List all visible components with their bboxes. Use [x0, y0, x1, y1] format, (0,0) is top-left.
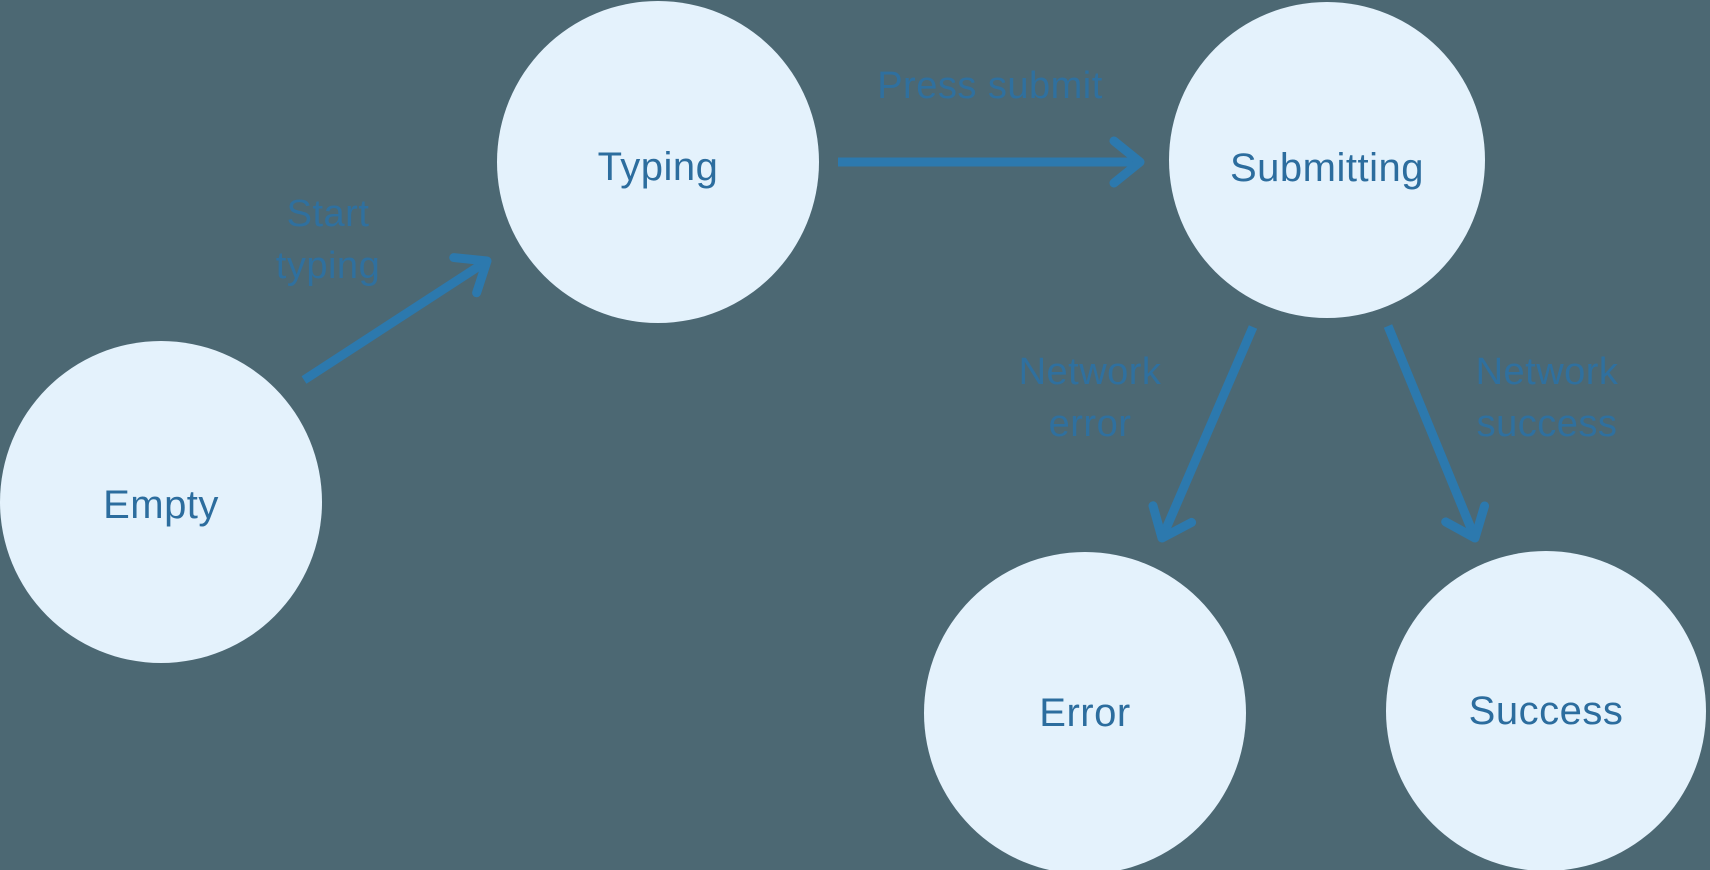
- transition-network-error-arrow: [1148, 325, 1258, 543]
- transition-network-success-label-line1: Network: [1476, 351, 1619, 393]
- state-success: Success: [1386, 551, 1706, 870]
- state-submitting-circle: [1169, 2, 1485, 318]
- transition-network-error-label-line2: error: [1049, 403, 1132, 445]
- transition-network-success-label-line2: success: [1477, 403, 1618, 445]
- transition-network-success: Network success: [1383, 324, 1619, 543]
- state-submitting: Submitting: [1169, 2, 1485, 318]
- state-empty-circle: [0, 341, 322, 663]
- transition-press-submit: Press submit: [838, 65, 1145, 188]
- transition-network-error: Network error: [1019, 325, 1258, 543]
- transition-network-success-arrow: [1383, 324, 1490, 543]
- state-empty: Empty: [0, 341, 322, 663]
- state-submitting-label: Submitting: [1230, 146, 1424, 190]
- state-error-label: Error: [1039, 691, 1130, 735]
- transition-start-typing-label-line2: typing: [276, 245, 380, 287]
- state-success-circle: [1386, 551, 1706, 870]
- state-empty-label: Empty: [103, 483, 219, 527]
- transition-press-submit-label: Press submit: [877, 65, 1103, 107]
- state-typing-circle: [497, 1, 819, 323]
- transition-network-error-label-line1: Network: [1019, 351, 1162, 393]
- transition-start-typing: Start typing: [276, 193, 492, 384]
- state-typing: Typing: [497, 1, 819, 323]
- state-success-label: Success: [1469, 689, 1624, 733]
- state-error: Error: [924, 552, 1246, 870]
- transition-start-typing-arrow: [301, 253, 492, 384]
- transition-start-typing-label-line1: Start: [287, 193, 370, 235]
- state-error-circle: [924, 552, 1246, 870]
- state-typing-label: Typing: [598, 145, 719, 189]
